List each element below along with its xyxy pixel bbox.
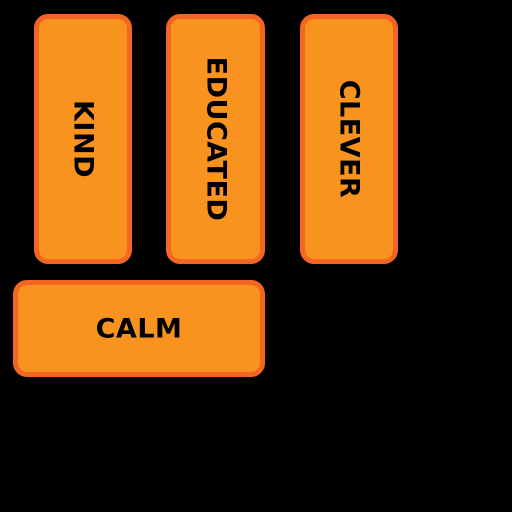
word-tile-label: EDUCATED xyxy=(200,56,231,222)
word-tile-label: CLEVER xyxy=(333,79,365,199)
word-tile-label: KIND xyxy=(67,100,99,178)
word-tile-clever[interactable]: CLEVER xyxy=(300,14,398,264)
word-tile-calm[interactable]: CALM xyxy=(13,280,265,377)
word-tile-educated[interactable]: EDUCATED xyxy=(166,14,265,264)
word-tile-label: CALM xyxy=(95,313,183,344)
word-tile-kind[interactable]: KIND xyxy=(34,14,132,264)
